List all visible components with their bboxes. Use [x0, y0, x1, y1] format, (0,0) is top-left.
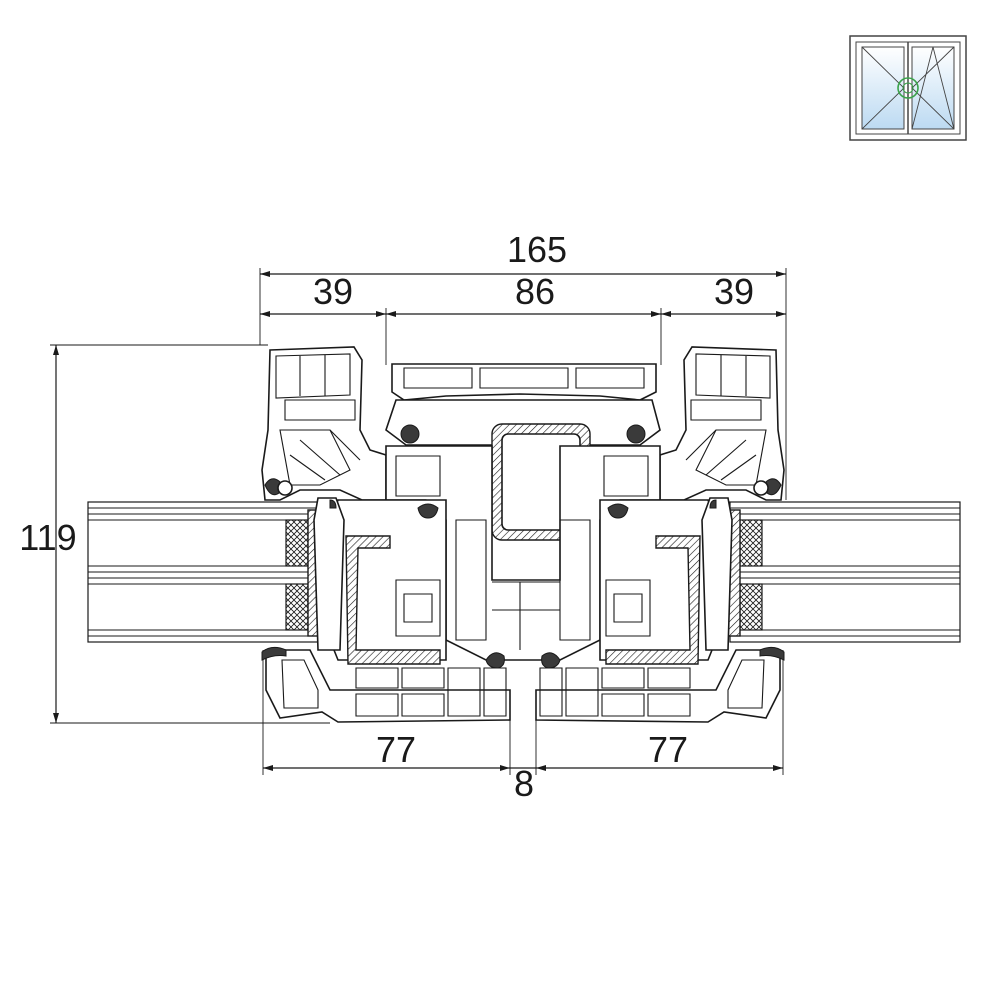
right-overlap-label: 39 — [714, 271, 754, 312]
central-mullion-cap — [385, 363, 661, 446]
right-glazing-unit — [727, 501, 961, 643]
left-overlap-label: 39 — [313, 271, 353, 312]
right-upper-sash-profile — [659, 346, 785, 501]
left-bottom-frame-profile — [261, 646, 511, 723]
glazing-gaskets — [313, 497, 733, 651]
center-width-label: 86 — [515, 271, 555, 312]
dimension-lines — [50, 268, 787, 775]
right-bottom-frame-profile — [535, 646, 785, 723]
gap-label: 8 — [514, 763, 534, 804]
left-sash-body — [329, 499, 447, 665]
right-sash-body — [599, 499, 717, 665]
left-glazing-unit — [87, 501, 321, 643]
height-label: 119 — [19, 517, 76, 558]
double-window-tilt-turn-icon — [849, 35, 967, 141]
overall-width-label: 165 — [507, 229, 567, 270]
left-sash-label: 77 — [376, 729, 416, 770]
left-upper-sash-profile — [261, 346, 387, 501]
right-sash-label: 77 — [648, 729, 688, 770]
